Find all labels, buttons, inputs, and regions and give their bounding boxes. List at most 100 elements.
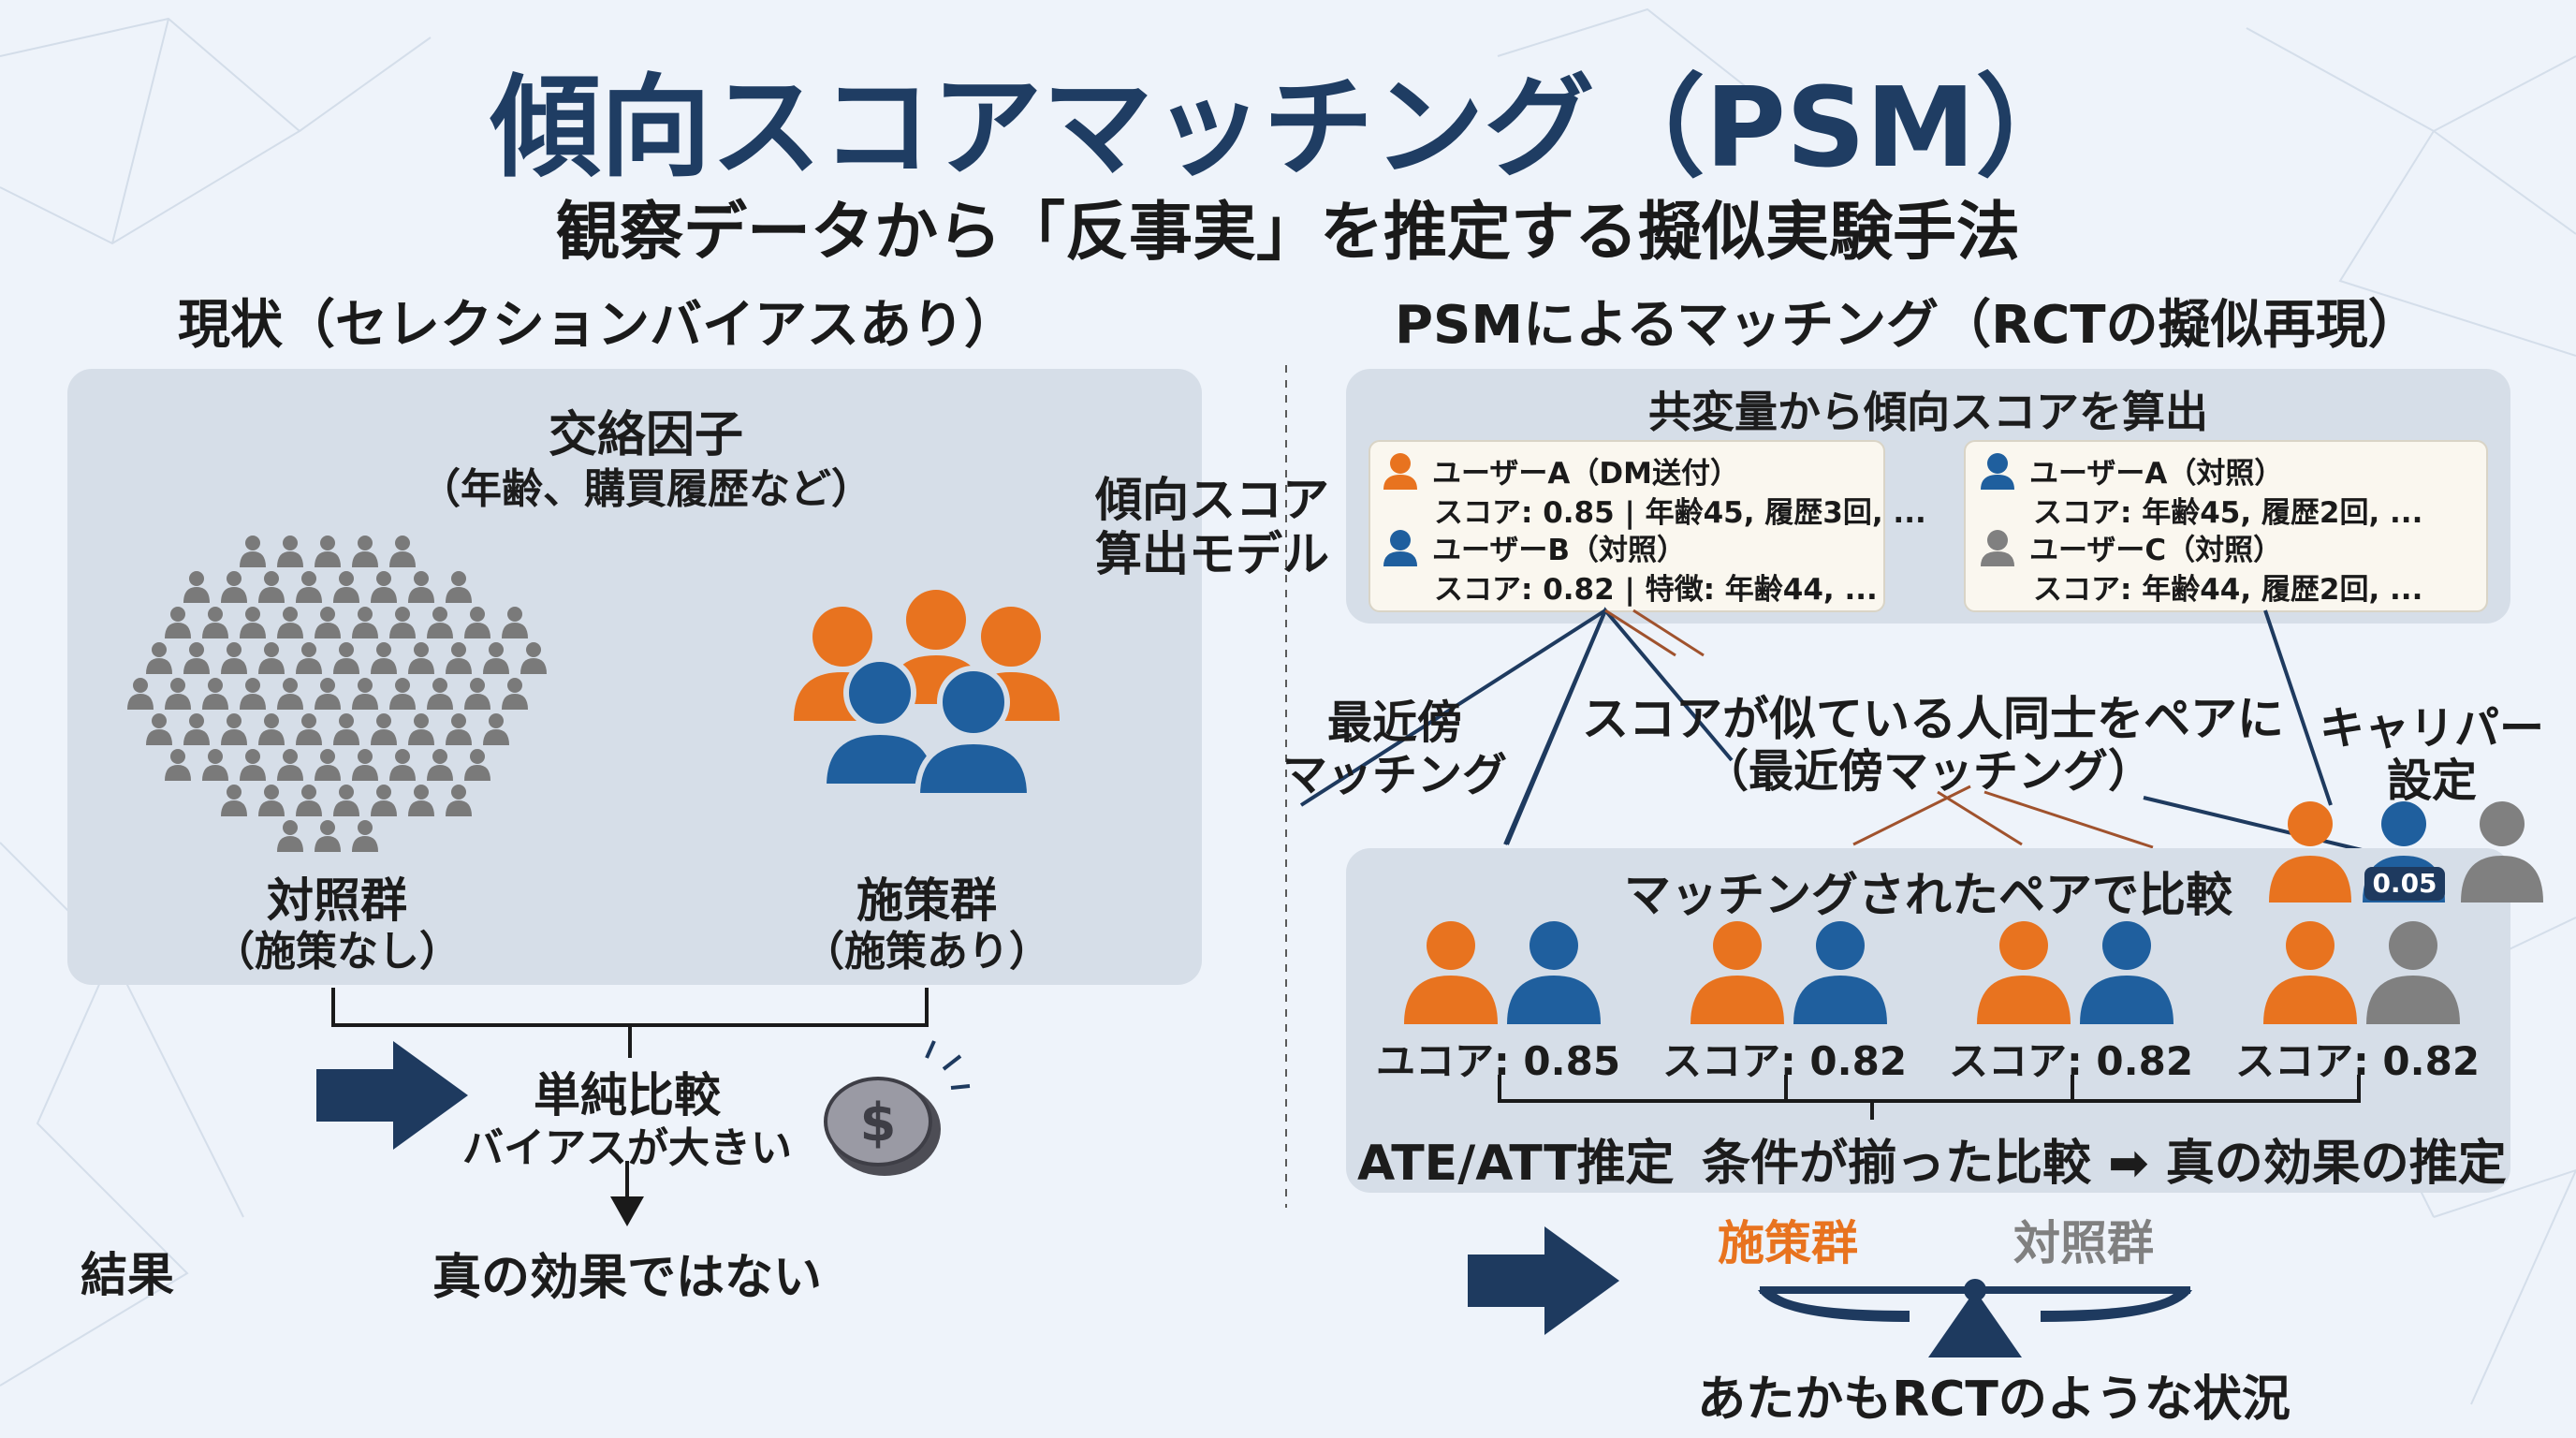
person-icon — [1383, 452, 1417, 490]
pair-text-2: （最近傍マッチング） — [1703, 745, 2153, 798]
user-a-dm-row: ユーザーA（DM送付） — [1382, 449, 1739, 492]
caliper-people: 0.05 — [2269, 801, 2543, 902]
user-card-right — [1964, 440, 2488, 612]
person-icon — [408, 571, 434, 603]
rct-like-label: あたかもRCTのような状況 — [1697, 1372, 2291, 1428]
user-c-control-detail: スコア: 年齢44, 履歴2回, ... — [2033, 573, 2423, 607]
person-icon — [352, 536, 378, 567]
person-icon — [446, 571, 472, 603]
person-icon — [221, 713, 247, 745]
person-icon — [408, 642, 434, 674]
person-icon — [315, 749, 341, 781]
user-b-control-name: ユーザーB（対照） — [1432, 534, 1687, 567]
person-icon — [371, 785, 397, 816]
person-icon — [202, 749, 228, 781]
person-icon — [258, 785, 285, 816]
person-icon — [183, 571, 210, 603]
nn-label-2: マッチング — [1281, 749, 1507, 801]
matched-title: マッチングされたペアで比較 — [1624, 868, 2232, 922]
person-icon — [127, 678, 154, 710]
caliper-label-2: 設定 — [2386, 755, 2477, 807]
person-icon — [202, 678, 228, 710]
person-icon — [427, 607, 453, 638]
person-icon — [2080, 921, 2174, 1024]
user-a-dm-detail: スコア: 0.85 | 年齢45, 履歴3回, ... — [1434, 496, 1926, 530]
person-icon — [333, 785, 359, 816]
bias-large-label: バイアスが大きい — [462, 1124, 792, 1172]
person-icon — [165, 749, 191, 781]
person-icon — [277, 536, 303, 567]
person-icon — [352, 749, 378, 781]
svg-text:$: $ — [860, 1093, 897, 1153]
person-icon — [240, 607, 266, 638]
model-label-2: 算出モデル — [1095, 527, 1329, 581]
person-icon — [296, 785, 322, 816]
person-icon — [446, 642, 472, 674]
person-icon — [1977, 921, 2071, 1024]
user-a-control-name: ユーザーA（対照） — [2029, 457, 2284, 491]
user-a-dm-name: ユーザーA（DM送付） — [1432, 457, 1739, 491]
person-icon — [221, 571, 247, 603]
person-icon — [333, 571, 359, 603]
person-icon — [333, 713, 359, 745]
person-icon — [146, 713, 172, 745]
control-label: 対照群 — [267, 873, 407, 928]
person-icon — [277, 820, 303, 852]
treatment-cluster — [794, 590, 1060, 799]
balance-control-label: 対照群 — [2013, 1216, 2154, 1270]
result-label: 結果 — [80, 1248, 174, 1302]
nn-label-1: 最近傍 — [1326, 697, 1462, 749]
person-icon — [2263, 921, 2357, 1024]
person-icon — [1404, 921, 1498, 1024]
person-icon — [389, 607, 416, 638]
person-icon — [1690, 921, 1784, 1024]
person-icon — [2461, 801, 2543, 902]
caliper-value: 0.05 — [2372, 868, 2437, 899]
page-subtitle: 観察データから「反事実」を推定する擬似実験手法 — [555, 196, 2020, 270]
right-heading: PSMによるマッチング（RCTの擬似再現） — [1395, 295, 2421, 356]
user-b-control-detail: スコア: 0.82 | 特徴: 年齢44, ... — [1434, 573, 1878, 607]
person-icon — [221, 785, 247, 816]
person-icon — [202, 607, 228, 638]
person-icon — [240, 749, 266, 781]
person-icon — [1383, 529, 1417, 566]
person-icon — [315, 678, 341, 710]
person-icon — [240, 536, 266, 567]
person-icon — [464, 749, 490, 781]
person-icon — [2269, 801, 2351, 902]
person-icon — [296, 571, 322, 603]
page-title: 傾向スコアマッチング（PSM） — [490, 63, 2086, 192]
person-icon — [352, 607, 378, 638]
user-card-left — [1368, 440, 1885, 612]
treatment-label: 施策群 — [856, 873, 997, 928]
person-icon — [446, 713, 472, 745]
person-icon — [520, 642, 547, 674]
person-icon — [315, 607, 341, 638]
person-icon — [483, 642, 509, 674]
pair-text-1: スコアが似ている人同士をペアに — [1582, 692, 2284, 746]
model-label-1: 傾向スコア — [1095, 473, 1329, 527]
person-icon — [352, 820, 378, 852]
person-icon — [389, 536, 416, 567]
person-icon — [165, 607, 191, 638]
coin-icon: $ — [824, 1040, 971, 1176]
balance-treatment-label: 施策群 — [1718, 1216, 1858, 1270]
person-icon — [427, 678, 453, 710]
person-icon — [146, 642, 172, 674]
treatment-sublabel: （施策あり） — [803, 928, 1050, 976]
user-b-control-row: ユーザーB（対照） — [1382, 526, 1686, 568]
person-icon — [240, 678, 266, 710]
person-icon — [389, 678, 416, 710]
not-true-effect-label: 真の効果ではない — [432, 1250, 822, 1306]
user-c-control-name: ユーザーC（対照） — [2029, 534, 2283, 567]
confounder-title: 交絡因子 — [548, 407, 743, 463]
person-icon — [408, 713, 434, 745]
person-icon — [502, 678, 528, 710]
person-icon — [483, 713, 509, 745]
arrow-down-icon — [610, 1161, 644, 1226]
person-icon — [408, 785, 434, 816]
person-icon — [258, 642, 285, 674]
person-icon — [371, 642, 397, 674]
